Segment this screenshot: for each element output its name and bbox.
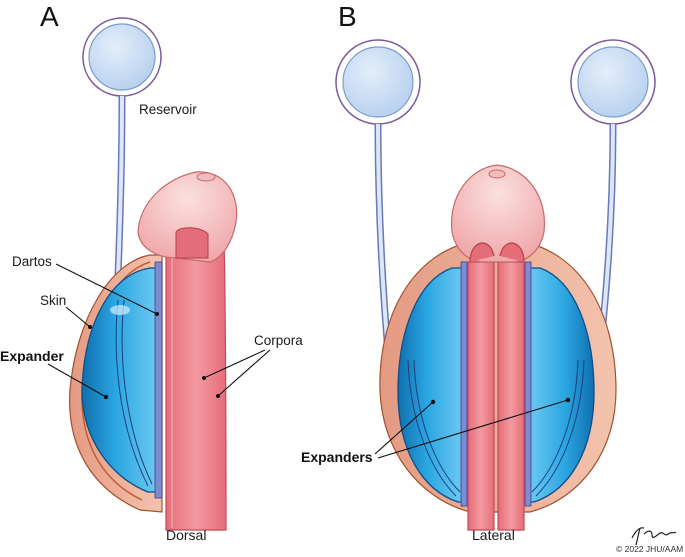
expanders-dot-right [565, 397, 571, 403]
reservoir-a [82, 17, 162, 97]
expanders-leader-right [377, 399, 569, 459]
expander-leader [47, 363, 107, 398]
expander-b-right [529, 267, 595, 503]
corpora-dot-2 [216, 394, 220, 398]
panel-a: A Reservoir Dartos Skin [0, 1, 303, 543]
expanders-leader-left [374, 401, 434, 455]
skin-leader [65, 306, 91, 328]
expanders-dot-left [430, 399, 436, 405]
skin-dot [88, 325, 92, 329]
corpora-b-right [497, 261, 525, 531]
corpora-leader-2 [217, 349, 271, 397]
expanders-label: Expanders [301, 449, 373, 465]
glans-a [137, 171, 238, 263]
reservoir-label: Reservoir [139, 102, 197, 117]
expander-b-left [397, 267, 463, 503]
panel-b-caption: Lateral [472, 527, 515, 543]
skin-label: Skin [40, 293, 66, 308]
copyright-credit: © 2022 JHU/AAM [616, 544, 683, 554]
panel-a-caption: Dorsal [166, 527, 206, 543]
corpora-a [165, 234, 227, 531]
dartos-label: Dartos [12, 254, 52, 269]
reservoir-b-left [335, 39, 421, 125]
expander-label: Expander [0, 348, 64, 364]
expander-dot [103, 394, 109, 400]
dartos-dot [155, 312, 159, 316]
dartos-b-left [460, 261, 468, 507]
corpora-label: Corpora [254, 333, 303, 348]
panel-a-letter: A [40, 1, 59, 32]
dartos-leader [55, 263, 158, 315]
corpora-leader-1 [203, 349, 266, 379]
expander-a [81, 267, 157, 493]
panel-b-letter: B [338, 1, 357, 32]
glans-b [450, 164, 546, 263]
corpora-dot-1 [202, 376, 206, 380]
reservoir-b-right [570, 39, 656, 125]
dartos-b-right [524, 261, 532, 507]
dartos-a [154, 261, 163, 499]
panel-b: B Expande [301, 1, 656, 543]
corpora-b-left [467, 261, 495, 531]
artist-signature [631, 527, 677, 546]
